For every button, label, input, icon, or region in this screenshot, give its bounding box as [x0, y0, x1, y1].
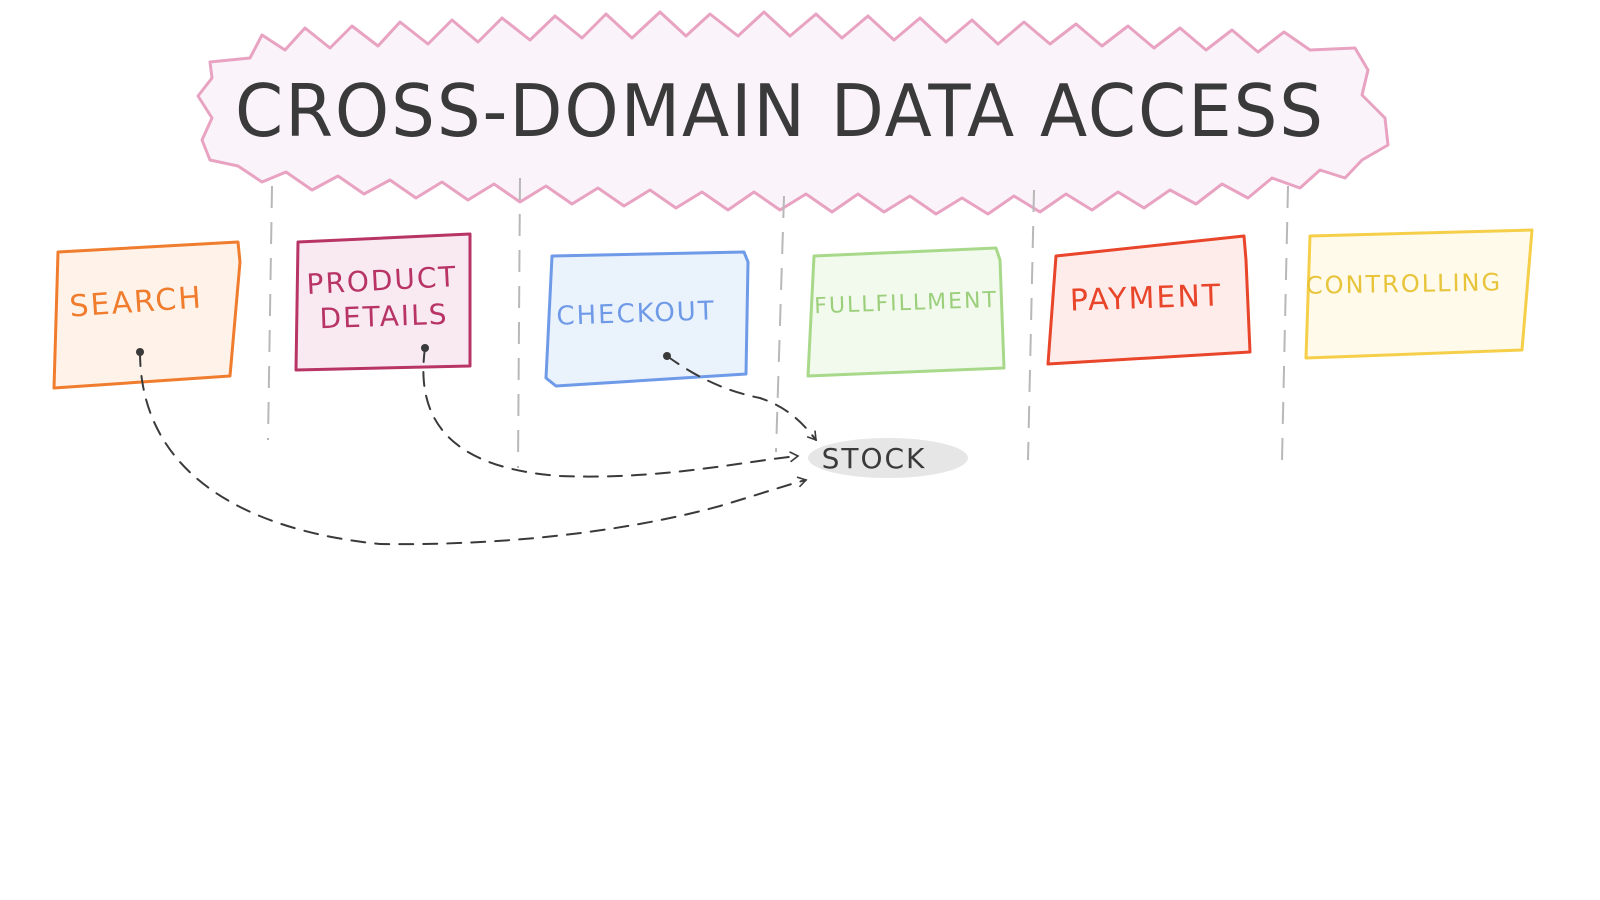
domain-product-details: PRODUCT DETAILS	[294, 232, 472, 372]
arrow-product-details-to-stock	[422, 347, 800, 478]
origin-dot-product-details	[421, 344, 429, 352]
arrow-origins	[136, 344, 671, 360]
divider-line	[775, 195, 785, 453]
stock-blob	[808, 438, 968, 478]
arrow-checkout-to-stock	[666, 355, 817, 442]
domain-box-checkout	[544, 250, 750, 388]
domain-payment: PAYMENT	[1046, 234, 1252, 366]
domain-label: CONTROLLING	[1306, 268, 1503, 299]
domain-label: CHECKOUT	[556, 296, 716, 332]
divider-line	[517, 177, 521, 469]
domain-label: PAYMENT	[1069, 278, 1222, 318]
dependency-arrows	[139, 347, 817, 546]
stock-node: STOCK	[808, 438, 968, 478]
domain-fullfillment: FULLFILLMENT	[806, 246, 1006, 378]
domain-label: PRODUCT	[306, 260, 459, 301]
domain-search: SEARCH	[52, 240, 242, 390]
divider-line	[267, 185, 273, 441]
divider-line	[1027, 189, 1035, 461]
origin-dot-search	[136, 348, 144, 356]
domain-box-controlling	[1304, 228, 1534, 360]
page-title: CROSS-DOMAIN DATA ACCESS	[235, 69, 1325, 153]
domain-label: DETAILS	[319, 298, 449, 335]
origin-dot-checkout	[663, 352, 671, 360]
divider-line	[1281, 185, 1289, 461]
arrow-search-to-stock	[139, 351, 808, 546]
domain-box-fullfillment	[806, 246, 1006, 378]
stock-label: STOCK	[822, 442, 927, 475]
domain-checkout: CHECKOUT	[544, 250, 750, 388]
domain-box-payment	[1046, 234, 1252, 366]
domain-box-search	[52, 240, 242, 390]
domain-box-product-details	[294, 232, 472, 372]
title-banner-shape	[196, 10, 1390, 216]
title-banner: CROSS-DOMAIN DATA ACCESS	[196, 10, 1390, 216]
domain-controlling: CONTROLLING	[1304, 228, 1534, 360]
domain-dividers	[267, 177, 1289, 469]
